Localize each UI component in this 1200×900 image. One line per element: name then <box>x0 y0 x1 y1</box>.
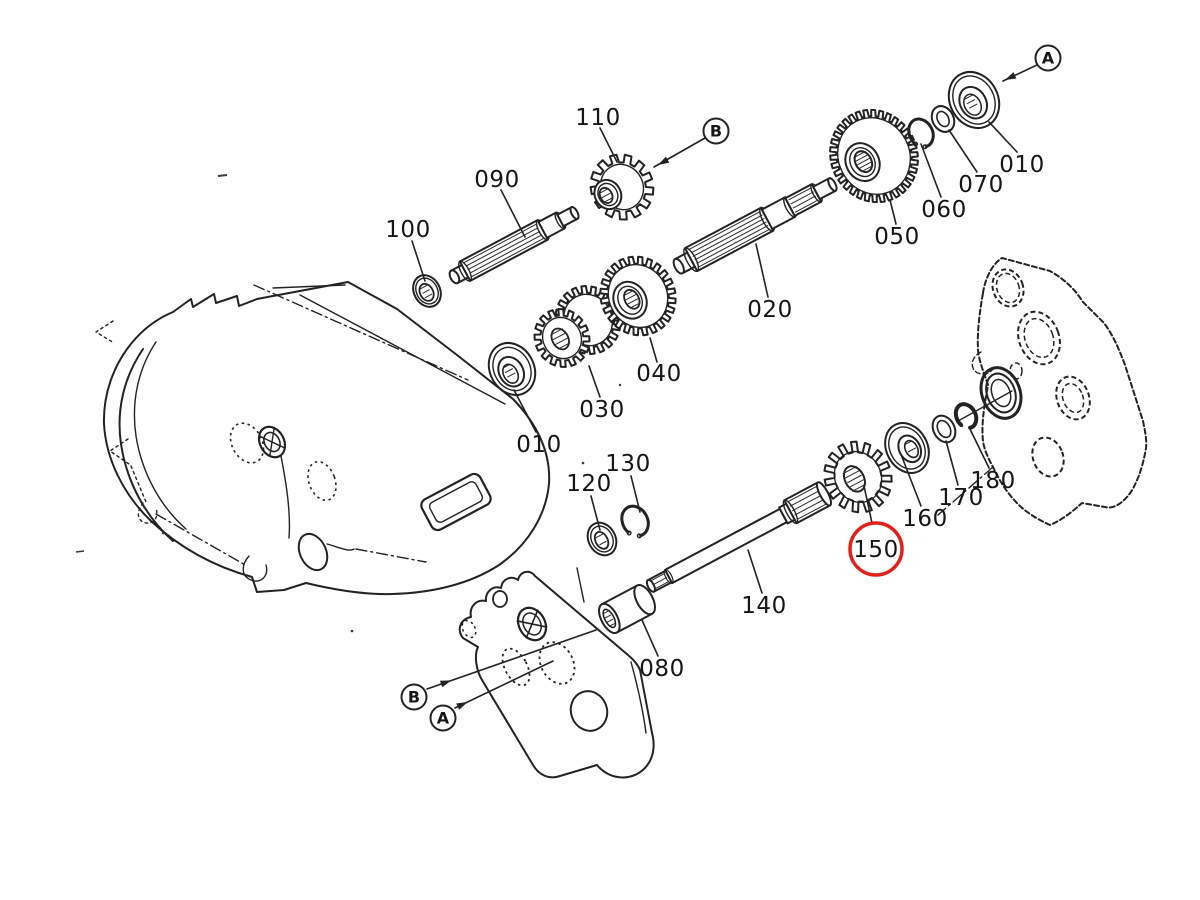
part-label-140: 140 <box>741 593 786 619</box>
leader-lines <box>411 64 1038 710</box>
washer-070 <box>930 105 956 133</box>
cover-cross-bore <box>516 606 548 642</box>
arrowhead <box>439 680 452 688</box>
part-label-060: 060 <box>921 197 966 223</box>
part-label-030: 030 <box>579 397 624 423</box>
callout-circle-A-top <box>1034 44 1062 72</box>
cover-bore-2 <box>1017 310 1061 366</box>
part-labels: 110 090 100 010 030 040 020 050 060 070 … <box>385 105 1044 682</box>
callout-circle-B-bottom <box>400 683 428 711</box>
shaft-090 <box>448 206 580 285</box>
housing-bore-hidden <box>229 422 265 464</box>
part-label-040: 040 <box>636 361 681 387</box>
part-label-110: 110 <box>575 105 620 131</box>
transmission-housing <box>95 281 585 603</box>
gear-030-front <box>533 308 591 368</box>
bearing-010-lower <box>487 342 537 396</box>
callout-B-bottom: B <box>408 688 420 707</box>
reference-callouts: A B B A <box>400 44 1062 732</box>
gear-150 <box>823 440 893 514</box>
snap-ring-130 <box>620 504 650 539</box>
cover-bore-4 <box>1055 375 1091 421</box>
part-label-070: 070 <box>958 172 1003 198</box>
highlight-circle-150 <box>848 521 904 577</box>
bearing-120 <box>586 521 618 557</box>
part-label-080: 080 <box>639 656 684 682</box>
part-label-180: 180 <box>970 468 1015 494</box>
callout-B-top: B <box>710 122 722 141</box>
part-label-050: 050 <box>874 224 919 250</box>
part-label-100: 100 <box>385 217 430 243</box>
shaft-020 <box>672 177 838 275</box>
callout-circle-A-bottom <box>429 704 457 732</box>
part-label-090: 090 <box>474 167 519 193</box>
part-label-150-highlighted: 150 <box>853 537 898 563</box>
axis-line <box>957 390 1013 422</box>
washer-170 <box>931 414 957 444</box>
snap-ring-060 <box>907 117 935 150</box>
housing-bore <box>257 425 287 459</box>
housing-slot <box>420 472 492 532</box>
shaft-140 <box>645 481 833 593</box>
callout-circle-B-top <box>702 117 730 145</box>
arrowhead <box>1005 72 1017 80</box>
arrowhead <box>658 156 670 165</box>
part-label-130: 130 <box>605 451 650 477</box>
hidden-edge-line <box>253 284 469 381</box>
axis-centerline <box>937 466 994 516</box>
scan-artifacts <box>75 174 622 633</box>
arrowhead <box>456 702 468 710</box>
gear-110 <box>589 153 655 221</box>
part-label-010-right: 010 <box>999 152 1044 178</box>
part-label-010-left: 010 <box>516 432 561 458</box>
part-label-170: 170 <box>938 485 983 511</box>
callout-A-bottom: A <box>437 709 450 728</box>
part-label-120: 120 <box>566 471 611 497</box>
gear-040 <box>599 255 677 337</box>
cover-bearing-bore <box>979 366 1023 420</box>
gear-050 <box>829 108 919 204</box>
cover-bore-1 <box>991 268 1025 308</box>
callout-A-top: A <box>1042 49 1055 68</box>
part-label-160: 160 <box>902 506 947 532</box>
part-label-020: 020 <box>747 297 792 323</box>
bearing-010-upper <box>947 71 1001 129</box>
bushing-080 <box>598 583 656 635</box>
cover-bore-5 <box>1031 436 1065 478</box>
bottom-cover-plate <box>458 570 655 779</box>
bearing-160 <box>884 422 930 474</box>
bearing-100 <box>412 274 442 308</box>
